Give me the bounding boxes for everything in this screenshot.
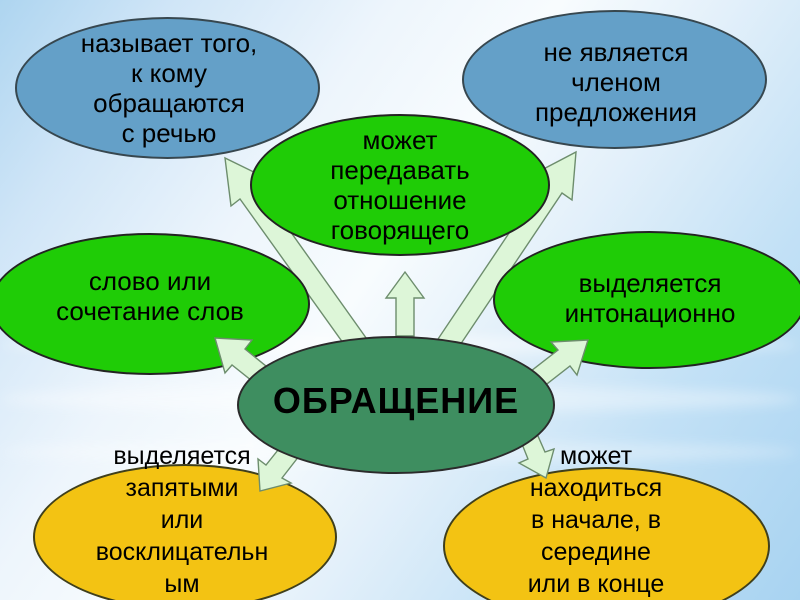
node-bottom-right-ellipse (443, 467, 770, 600)
node-bottom-left-label: выделяется запятыми или восклицательн ым (95, 442, 269, 598)
node-top-left-ellipse (15, 17, 320, 159)
node-top-left-label: называет того, к кому обращаются с речью (80, 28, 258, 148)
center-node-title: ОБРАЩЕНИЕ (272, 380, 520, 421)
node-middle-left-label: слово или сочетание слов (56, 266, 244, 326)
node-top-center-ellipse (250, 114, 550, 256)
center-node-ellipse (237, 336, 555, 474)
node-bottom-right-label: может находиться в начале, в середине ил… (527, 442, 665, 598)
node-top-right-label: не является членом предложения (534, 37, 698, 127)
node-top-right-ellipse (462, 10, 767, 149)
node-top-center-label: может передавать отношение говорящего (330, 125, 470, 245)
node-middle-right-label: выделяется интонационно (564, 268, 736, 328)
